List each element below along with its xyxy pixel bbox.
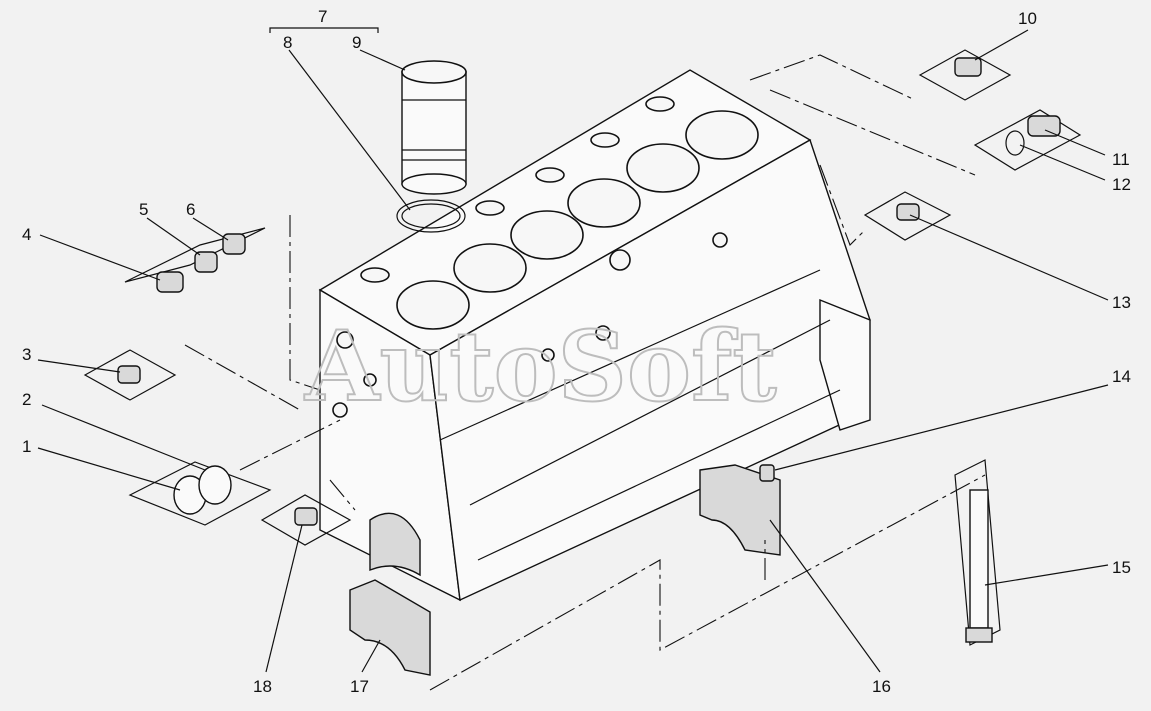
bushings-1-2 (128, 461, 272, 526)
plug-11-and-washer-12 (973, 109, 1082, 171)
callouts: 1 2 3 4 5 6 7 8 9 10 11 12 13 14 15 16 1… (22, 7, 1131, 696)
bolt-15 (954, 459, 1001, 646)
bearing-cap-17 (349, 579, 431, 676)
plug-18 (260, 494, 352, 546)
callout-3: 3 (22, 345, 31, 364)
plug-3 (83, 349, 177, 401)
callout-17: 17 (350, 677, 369, 696)
plug-10 (918, 49, 1012, 101)
callout-14: 14 (1112, 367, 1131, 386)
callout-10: 10 (1018, 9, 1037, 28)
callout-12: 12 (1112, 175, 1131, 194)
callout-16: 16 (872, 677, 891, 696)
callout-9: 9 (352, 33, 361, 52)
engine-block (318, 69, 871, 602)
callout-7: 7 (318, 7, 327, 26)
callout-2: 2 (22, 390, 31, 409)
bearing-cap-16 (699, 464, 781, 556)
cylinder-liner (401, 60, 467, 195)
callout-11: 11 (1112, 150, 1130, 169)
plug-13 (863, 191, 952, 241)
callout-5: 5 (139, 200, 148, 219)
watermark: AutoSoft (304, 310, 777, 423)
callout-15: 15 (1112, 558, 1131, 577)
leader-lines (37, 27, 1109, 673)
callout-8: 8 (283, 33, 292, 52)
plugs-4-5-6 (124, 227, 266, 293)
liner-seal-ring (396, 199, 466, 233)
callout-18: 18 (253, 677, 272, 696)
dowel-14 (759, 464, 775, 482)
callout-13: 13 (1112, 293, 1131, 312)
callout-4: 4 (22, 225, 31, 244)
callout-6: 6 (186, 200, 195, 219)
callout-1: 1 (22, 437, 31, 456)
